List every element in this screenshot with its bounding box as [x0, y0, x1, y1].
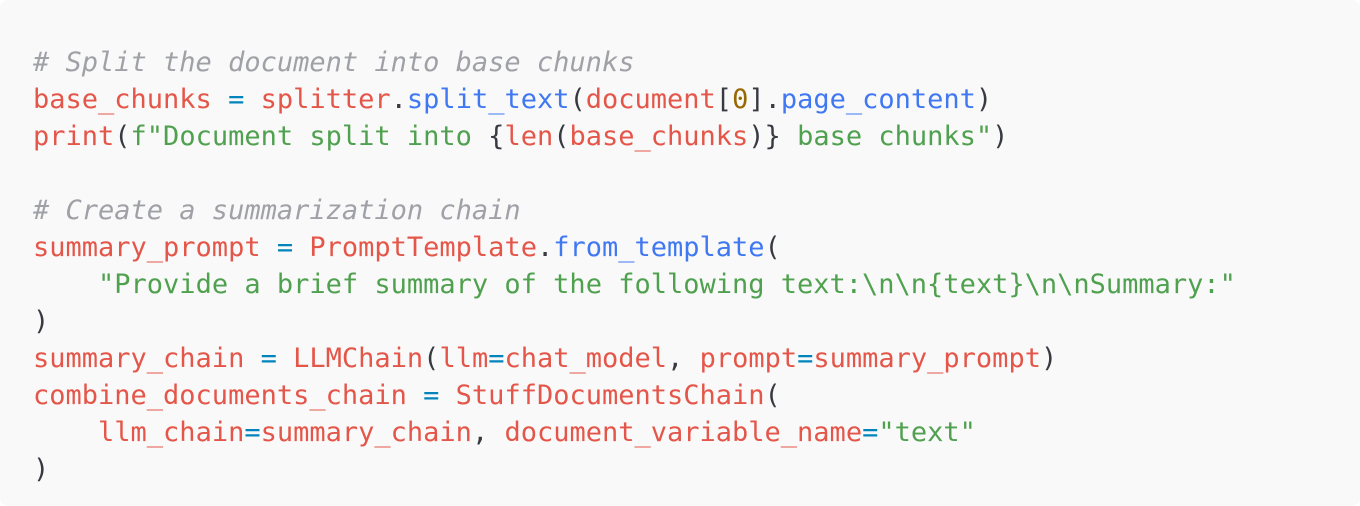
code-punctuation	[244, 84, 260, 115]
code-punctuation: )	[992, 121, 1009, 152]
code-operator: =	[276, 232, 294, 263]
code-line: # Create a summarization chain	[33, 192, 1360, 229]
code-identifier: chat_model	[504, 343, 668, 374]
code-function: split_text	[406, 84, 570, 115]
code-punctuation: )	[33, 454, 50, 485]
code-punctuation: )}	[748, 121, 781, 152]
code-operator: =	[260, 343, 277, 374]
code-punctuation	[439, 380, 455, 411]
code-punctuation: [	[715, 84, 733, 115]
code-string: f"Document split into	[130, 121, 489, 152]
code-punctuation	[244, 343, 260, 374]
code-punctuation: (	[423, 343, 440, 374]
code-punctuation: )	[1040, 343, 1058, 374]
code-operator: =	[423, 380, 440, 411]
code-punctuation: .	[390, 84, 407, 115]
code-operator: =	[797, 343, 814, 374]
code-punctuation: (	[553, 121, 570, 152]
code-line	[33, 155, 1360, 192]
code-function: page_content	[780, 84, 976, 115]
code-identifier: splitter	[260, 84, 391, 115]
code-comment: # Create a summarization chain	[33, 195, 521, 226]
code-punctuation: )	[33, 306, 50, 337]
code-punctuation	[261, 232, 277, 263]
code-identifier: StuffDocumentsChain	[455, 380, 765, 411]
code-identifier: combine_documents_chain	[33, 380, 407, 411]
code-punctuation: (	[569, 84, 586, 115]
code-identifier: summary_prompt	[813, 343, 1041, 374]
code-identifier: print	[33, 121, 115, 152]
code-operator: =	[862, 417, 879, 448]
code-identifier: summary_chain	[260, 417, 472, 448]
code-identifier: summary_prompt	[33, 232, 261, 263]
code-comment: # Split the document into base chunks	[33, 47, 635, 78]
code-punctuation	[33, 269, 98, 300]
code-punctuation	[277, 343, 293, 374]
code-identifier: llm	[439, 343, 489, 374]
code-identifier: prompt	[699, 343, 798, 374]
code-punctuation: ,	[667, 343, 700, 374]
code-line: "Provide a brief summary of the followin…	[33, 266, 1360, 303]
code-function: from_template	[553, 232, 765, 263]
code-line: # Split the document into base chunks	[33, 44, 1360, 81]
code-line: base_chunks = splitter.split_text(docume…	[33, 81, 1360, 118]
code-identifier: llm_chain	[98, 417, 245, 448]
code-identifier: base_chunks	[33, 84, 212, 115]
code-line: llm_chain=summary_chain, document_variab…	[33, 414, 1360, 451]
code-line: summary_chain = LLMChain(llm=chat_model,…	[33, 340, 1360, 377]
code-operator: =	[244, 417, 261, 448]
code-identifier: base_chunks	[569, 121, 749, 152]
code-punctuation	[212, 84, 228, 115]
code-line: combine_documents_chain = StuffDocuments…	[33, 377, 1360, 414]
code-punctuation: (	[764, 232, 781, 263]
code-identifier: LLMChain	[293, 343, 424, 374]
code-line: print(f"Document split into {len(base_ch…	[33, 118, 1360, 155]
code-identifier: PromptTemplate	[309, 232, 537, 263]
code-punctuation: ].	[748, 84, 781, 115]
code-punctuation: (	[114, 121, 131, 152]
code-line: )	[33, 303, 1360, 340]
code-operator: =	[488, 343, 505, 374]
code-punctuation: (	[764, 380, 781, 411]
code-punctuation	[33, 417, 98, 448]
code-punctuation: .	[536, 232, 554, 263]
code-number: 0	[732, 84, 749, 115]
code-identifier: document	[585, 84, 716, 115]
code-string: "text"	[878, 417, 976, 448]
code-punctuation: {	[488, 121, 505, 152]
code-identifier: document_variable_name	[504, 417, 863, 448]
code-line: )	[33, 451, 1360, 488]
code-string: base chunks"	[780, 121, 993, 152]
code-punctuation	[293, 232, 309, 263]
code-punctuation: ,	[471, 417, 505, 448]
code-identifier: len	[504, 121, 554, 152]
code-identifier: summary_chain	[33, 343, 245, 374]
code-punctuation	[407, 380, 423, 411]
code-line: summary_prompt = PromptTemplate.from_tem…	[33, 229, 1360, 266]
code-punctuation: )	[975, 84, 993, 115]
code-operator: =	[228, 84, 245, 115]
code-string: "Provide a brief summary of the followin…	[98, 269, 1236, 300]
